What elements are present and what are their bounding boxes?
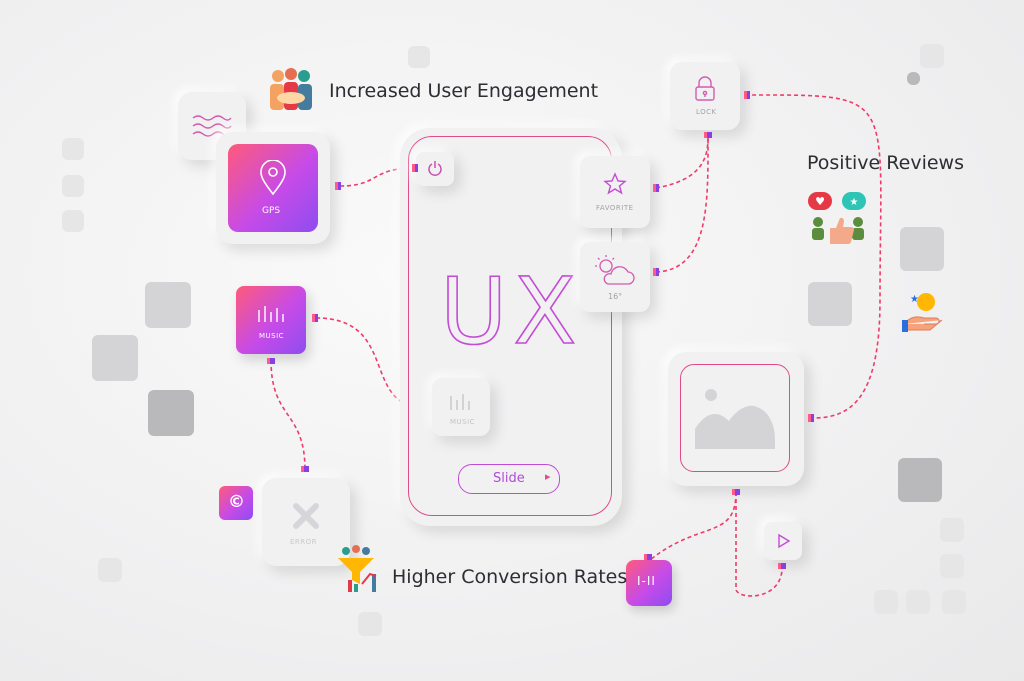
heading-engagement: Increased User Engagement (329, 80, 599, 102)
heading-conversion: Higher Conversion Rates (392, 566, 628, 588)
connector-dot (312, 314, 318, 322)
bg-square (942, 590, 966, 614)
reviews-icon: ♥ ★ (808, 192, 866, 245)
favorite-widget[interactable]: FAVORITE (580, 156, 650, 228)
lock-label: LOCK (696, 108, 717, 116)
close-icon (293, 503, 319, 529)
gps-label: GPS (262, 206, 281, 216)
error-label: ERROR (290, 538, 318, 546)
copyright-icon: © (228, 492, 245, 512)
bg-square (358, 612, 382, 636)
skip-icon: I-II (637, 574, 656, 588)
svg-text:★: ★ (910, 294, 919, 305)
phone-music-label: MUSIC (450, 418, 476, 426)
error-widget[interactable]: ERROR (262, 478, 350, 566)
bg-square (92, 335, 138, 381)
bg-square (62, 210, 84, 232)
chevron-right-icon: ▸ (545, 470, 551, 483)
connector-dot (778, 563, 786, 569)
bg-square (98, 558, 122, 582)
bg-square (940, 518, 964, 542)
bg-square (900, 227, 944, 271)
music-widget[interactable]: MUSIC (236, 286, 306, 354)
weather-widget[interactable]: 16° (580, 242, 650, 312)
favorite-label: FAVORITE (596, 204, 634, 212)
bg-square (148, 390, 194, 436)
bg-square (920, 44, 944, 68)
bg-square (898, 458, 942, 502)
weather-icon (595, 255, 635, 285)
image-icon (695, 389, 775, 449)
connector-dot (744, 91, 750, 99)
bg-square (940, 554, 964, 578)
music-label: MUSIC (259, 332, 285, 340)
bg-square (408, 46, 430, 68)
connector-dot (301, 466, 309, 472)
equalizer-icon (450, 394, 470, 410)
phone-music-tile[interactable]: MUSIC (432, 378, 490, 436)
power-icon (428, 161, 442, 176)
phone-screen-outline (408, 136, 612, 516)
bg-square (62, 175, 84, 197)
connector-dot (808, 414, 814, 422)
rating-hand-icon: ★ (902, 293, 943, 332)
equalizer-icon (258, 306, 284, 322)
connector-dot (412, 164, 418, 172)
connector-dot (267, 358, 275, 364)
connector-dot (653, 184, 659, 192)
connector-dot (335, 182, 341, 190)
funnel-chart-icon (338, 545, 377, 592)
connector-dot (704, 132, 712, 138)
svg-text:♥: ♥ (815, 195, 825, 208)
bg-square (62, 138, 84, 160)
play-button[interactable] (764, 522, 802, 560)
bg-square (907, 72, 920, 85)
bg-square (906, 590, 930, 614)
slide-button[interactable]: Slide ▸ (458, 464, 560, 494)
image-frame (680, 364, 790, 472)
bg-square (145, 282, 191, 328)
lock-icon (695, 76, 715, 101)
star-icon (603, 172, 627, 195)
bg-square (808, 282, 852, 326)
ux-heading: UX (439, 258, 583, 365)
bg-square (874, 590, 898, 614)
connector-dot (732, 489, 740, 495)
copyright-button[interactable]: © (219, 486, 253, 520)
location-pin-icon (260, 160, 286, 196)
gps-widget[interactable]: GPS (216, 132, 330, 244)
heading-reviews: Positive Reviews (807, 152, 964, 174)
weather-temp: 16° (608, 292, 623, 301)
play-icon (778, 533, 791, 549)
connector-dot (653, 268, 659, 276)
gps-gradient: GPS (228, 144, 318, 232)
image-widget[interactable] (668, 352, 804, 486)
slide-label: Slide (493, 471, 525, 486)
svg-text:★: ★ (850, 197, 859, 208)
power-button[interactable] (416, 152, 454, 186)
skip-button[interactable]: I-II (626, 560, 672, 606)
lock-widget[interactable]: LOCK (670, 62, 740, 130)
connector-dot (644, 554, 652, 560)
team-icon (270, 68, 312, 110)
